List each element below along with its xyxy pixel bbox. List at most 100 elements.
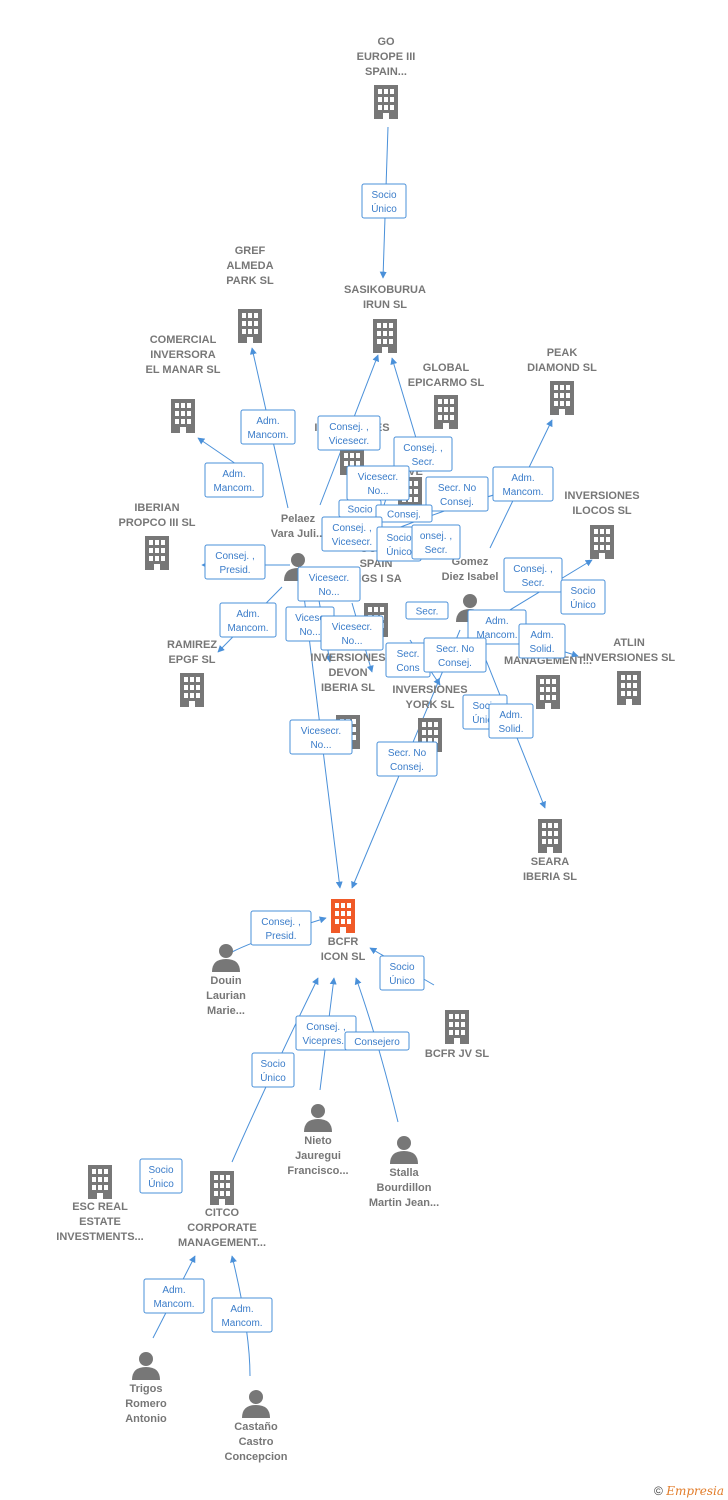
edge-label-e9[interactable]: Socio [338,499,382,518]
edge-label-e2[interactable]: Adm.Mancom. [240,409,296,445]
edge-label-e36[interactable]: Adm.Mancom. [143,1278,205,1314]
node-citco[interactable]: CITCOCORPORATEMANAGEMENT... [178,1171,266,1249]
node-label-line: IBERIA SL [523,871,577,883]
edge-label-text: No... [367,486,388,497]
edge-label-box [219,602,277,638]
node-label-line: GREF [235,245,266,257]
node-douin[interactable]: DouinLaurianMarie... [206,944,246,1017]
edge-label-text: Único [371,202,397,215]
edge-label-text: Cons [396,663,419,674]
node-label-line: CITCO [205,1207,240,1219]
edge-label-e30[interactable]: Consej. ,Presid. [250,910,312,946]
node-label-line: EL MANAR SL [146,364,221,376]
node-esc[interactable]: ESC REALESTATEINVESTMENTS... [56,1165,144,1243]
edge-label-e18[interactable]: Adm.Mancom. [219,602,277,638]
edge-label-text: Vicesecr. [309,573,349,584]
building-icon [88,1165,112,1199]
edge-label-e3[interactable]: Adm.Mancom. [204,462,264,498]
edge-label-box [344,1031,410,1051]
node-label-line: INVERSIONES SL [583,652,676,664]
edge-label-text: Socio [570,586,595,597]
edge-label-text: Secr. No [436,644,475,655]
edge-label-e4[interactable]: Consej. ,Vicesecr. [317,415,381,451]
edge-label-text: Socio [371,190,396,201]
node-label-line: INVESTMENTS... [56,1231,143,1243]
edge-label-e14[interactable]: Consej. ,Presid. [204,544,266,580]
edge-label-box [250,910,312,946]
node-label-line: Gomez [452,556,489,568]
edge-label-e24[interactable]: Secr.Cons [385,642,431,678]
edge-label-e17[interactable]: Vicesecr.No... [297,566,361,602]
edge-label-e11[interactable]: Consej. ,Vicesecr. [321,516,383,552]
edge-label-text: Consej. [387,510,421,521]
node-label-line: Vara Juli... [271,528,325,540]
edge-label-e21[interactable]: Secr. [405,601,449,620]
footer-brand[interactable]: © Empresia [654,1484,724,1498]
edge-label-e27[interactable]: Adm.Solid. [488,703,534,739]
edge-label-text: Único [386,545,412,558]
edge-label-text: Adm. [222,469,245,480]
edge-label-text: Adm. [162,1285,185,1296]
edge-label-e23[interactable]: Adm.Solid. [518,623,566,659]
edge-label-box [251,1052,295,1088]
edge-label-e37[interactable]: Adm.Mancom. [211,1297,273,1333]
edge-line-3 [197,437,237,465]
node-atlin[interactable]: ATLIN INVERSIONES SL [583,637,676,705]
edge-label-box [423,637,487,673]
edge-label-box [405,601,449,620]
edge-label-text: Consej. , [306,1022,345,1033]
edge-label-text: Consej. , [261,917,300,928]
person-icon [390,1136,418,1164]
node-nieto[interactable]: NietoJaureguiFrancisco... [287,1104,349,1177]
node-label-line: SASIKOBURUA [344,284,426,296]
edge-label-text: Único [260,1071,286,1084]
node-bcfrjv[interactable]: BCFR JV SL [425,1010,489,1060]
edge-label-e20[interactable]: Vicesecr.No... [320,615,384,651]
node-label-line: ATLIN [613,637,645,649]
node-label-line: COMERCIAL [150,334,217,346]
edge-label-e6[interactable]: Vicesecr.No... [346,465,410,501]
edge-label-e33[interactable]: Consejero [344,1031,410,1051]
edge-label-e28[interactable]: Vicesecr.No... [289,719,353,755]
node-label-line: BCFR JV SL [425,1048,489,1060]
edge-label-e10[interactable]: Consej. [375,504,433,523]
edge-label-text: Solid. [498,724,523,735]
edge-label-e8[interactable]: Adm.Mancom. [492,466,554,502]
edge-label-box [488,703,534,739]
edge-label-e13[interactable]: onsej. ,Secr. [411,524,461,560]
building-icon [145,536,169,570]
edge-label-text: Secr. [522,578,545,589]
edge-label-e15[interactable]: Consej. ,Secr. [503,557,563,593]
edge-label-box [297,566,361,602]
edge-label-text: Socio [148,1165,173,1176]
edge-label-e5[interactable]: Consej. ,Secr. [393,436,453,472]
edge-label-box [320,615,384,651]
